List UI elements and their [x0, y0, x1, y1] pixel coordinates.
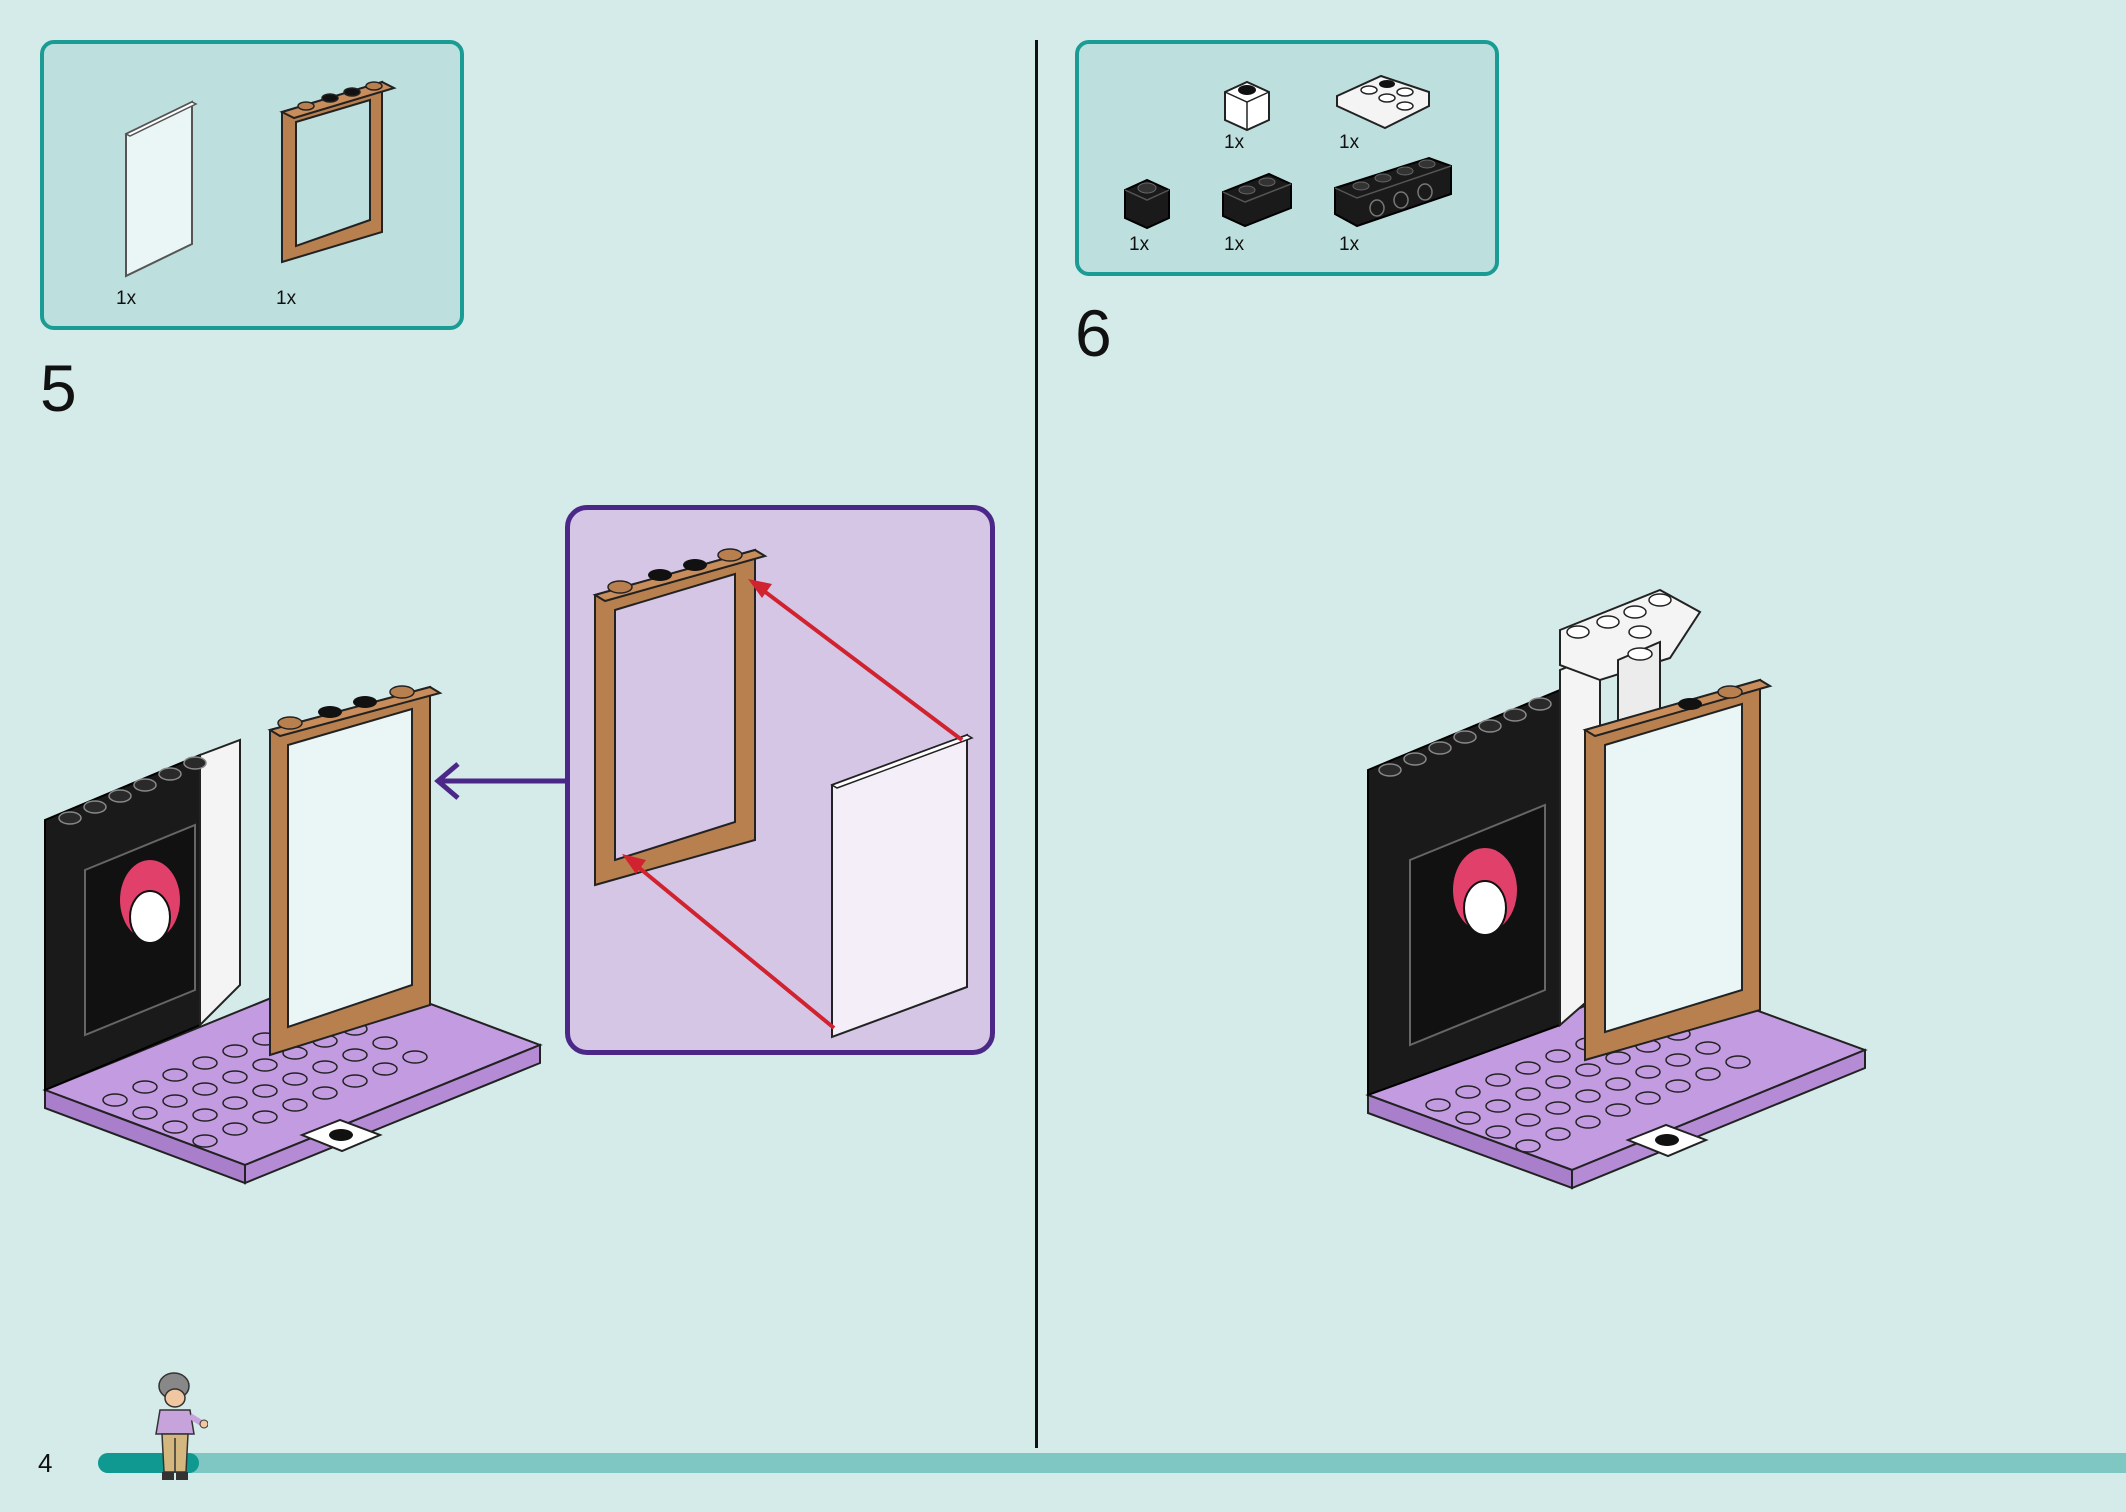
minifigure-icon [155, 1372, 208, 1480]
black-technic-brick-icon [1334, 156, 1452, 228]
glass-panel-icon [124, 100, 198, 278]
part-qty: 1x [1339, 234, 1360, 255]
white-slope-icon [1336, 74, 1430, 130]
step5-parts-box: 1x 1x [40, 40, 464, 330]
door-frame-icon [279, 80, 397, 264]
white-brick-icon [1224, 80, 1270, 132]
step-number: 6 [1075, 296, 1112, 370]
part-qty: 1x [1129, 234, 1150, 255]
step-divider [1035, 40, 1038, 1448]
page-number: 4 [38, 1448, 53, 1478]
step5-callout [565, 505, 995, 1055]
step5-model-illustration [42, 685, 543, 1185]
black-brick-1x2-icon [1222, 172, 1292, 228]
part-qty: 1x [1224, 234, 1245, 255]
step6-parts-box: 1x 1x 1x 1x 1x [1075, 40, 1499, 276]
part-qty: 1x [116, 288, 137, 309]
callout-illustration [592, 548, 974, 1039]
part-qty: 1x [276, 288, 297, 309]
part-qty: 1x [1339, 132, 1360, 153]
part-qty: 1x [1224, 132, 1245, 153]
purple-arrow-icon [434, 762, 570, 800]
step-number: 5 [40, 351, 77, 425]
progress-bar [98, 1453, 2126, 1473]
black-brick-1x1-icon [1124, 178, 1170, 230]
step6-model-illustration [1365, 588, 1868, 1190]
